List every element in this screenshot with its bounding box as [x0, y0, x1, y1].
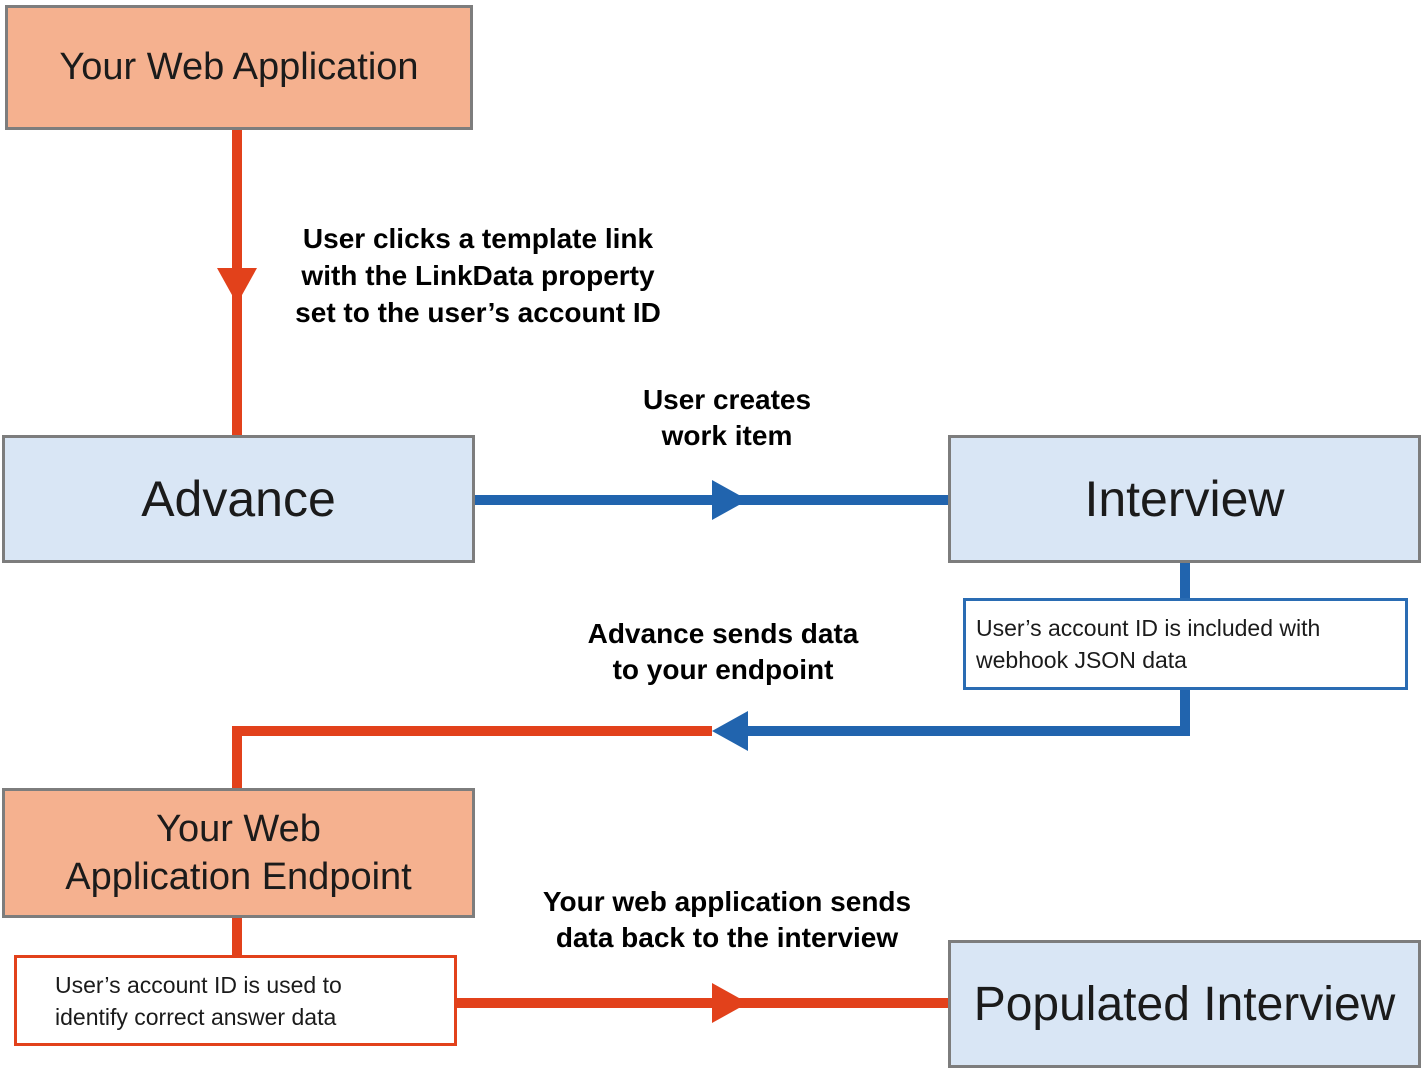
interview-to-endpoint-red-line — [232, 726, 712, 736]
arrowhead-right-icon — [712, 480, 748, 520]
account-note-line: User’s account ID is used to — [55, 972, 342, 998]
populated-interview-node: Populated Interview — [948, 940, 1421, 1068]
user-creates-work-item-label: User creates work item — [642, 384, 812, 451]
web-app-node: Your Web Application — [5, 5, 473, 130]
sends-data-back-label: Your web application sends data back to … — [542, 886, 912, 953]
arrowhead-down-icon — [217, 268, 257, 304]
populated-interview-label: Populated Interview — [973, 977, 1396, 1031]
webhook-note-line: User’s account ID is included with — [976, 615, 1321, 641]
endpoint-to-note-line — [232, 918, 242, 955]
arrowhead-right-icon — [712, 983, 748, 1023]
account-id-note: User’s account ID is used to identify co… — [14, 955, 457, 1046]
webhook-note-line: webhook JSON data — [976, 647, 1187, 673]
interview-label: Interview — [1084, 471, 1285, 527]
interview-to-endpoint-blue-line — [748, 726, 1185, 736]
click-template-link-label: User clicks a template link with the Lin… — [295, 223, 661, 328]
advance-node: Advance — [2, 435, 475, 563]
interview-node: Interview — [948, 435, 1421, 563]
endpoint-label: Your Web Application Endpoint — [65, 808, 412, 898]
advance-sends-data-label: Advance sends data to your endpoint — [587, 618, 859, 685]
endpoint-node: Your Web Application Endpoint — [2, 788, 475, 918]
note-to-populated-line — [457, 998, 948, 1008]
webhook-data-note: User’s account ID is included with webho… — [963, 598, 1408, 690]
account-note-line: identify correct answer data — [55, 1004, 337, 1030]
elbow-down-to-endpoint-line — [232, 726, 242, 788]
advance-label: Advance — [141, 471, 336, 527]
web-app-label: Your Web Application — [59, 46, 419, 88]
advance-to-interview-line — [475, 495, 948, 505]
arrowhead-left-icon — [712, 711, 748, 751]
